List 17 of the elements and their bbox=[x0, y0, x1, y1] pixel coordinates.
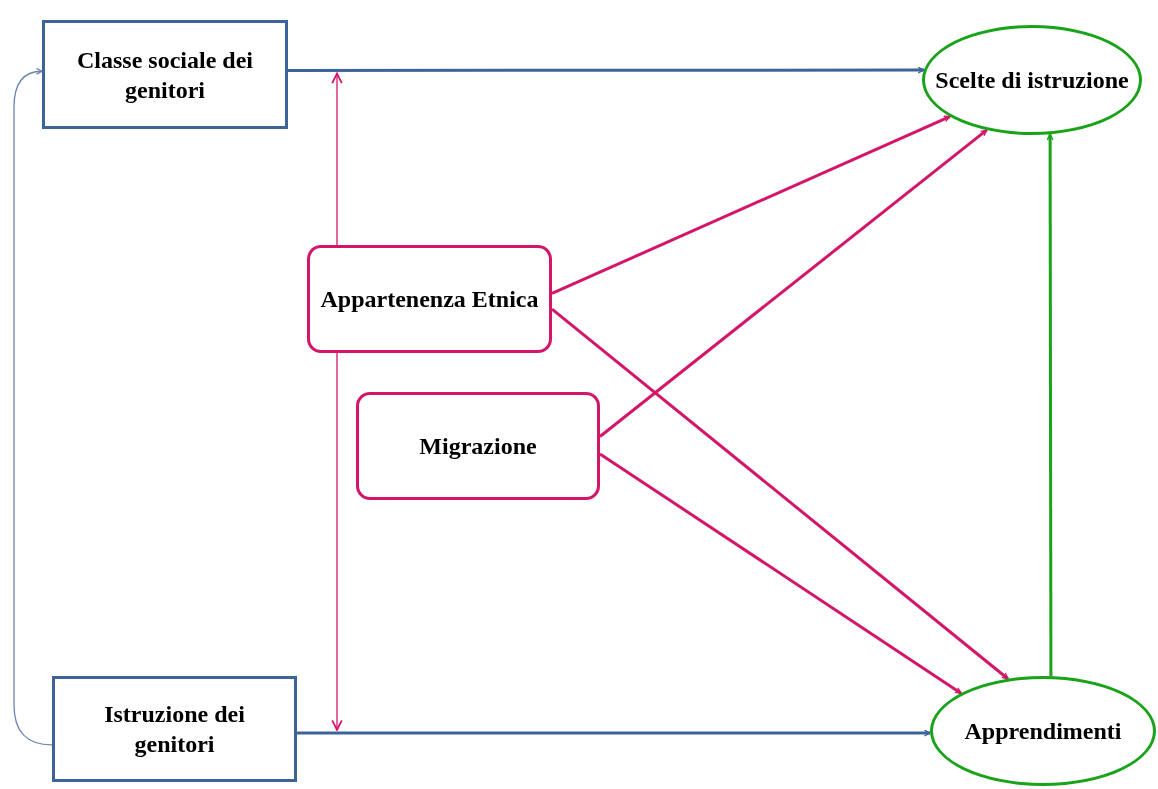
node-label: Classe sociale dei genitori bbox=[76, 45, 254, 105]
node-label: Istruzione dei genitori bbox=[103, 700, 246, 759]
node-label: Appartenenza Etnica bbox=[320, 285, 539, 314]
arrow bbox=[297, 729, 931, 737]
node-label: Migrazione bbox=[419, 432, 537, 461]
node-label: Apprendimenti bbox=[964, 717, 1122, 746]
process-box bbox=[42, 20, 288, 129]
arrow bbox=[288, 66, 925, 74]
rounded-box bbox=[307, 245, 552, 353]
arrow bbox=[599, 452, 962, 695]
node-label: Scelte di istruzione bbox=[935, 66, 1129, 95]
rounded-box bbox=[356, 392, 600, 500]
process-box bbox=[52, 676, 297, 782]
arrow bbox=[13, 68, 53, 746]
arrow bbox=[551, 115, 951, 295]
arrow bbox=[1046, 133, 1054, 677]
arrow bbox=[599, 128, 988, 438]
